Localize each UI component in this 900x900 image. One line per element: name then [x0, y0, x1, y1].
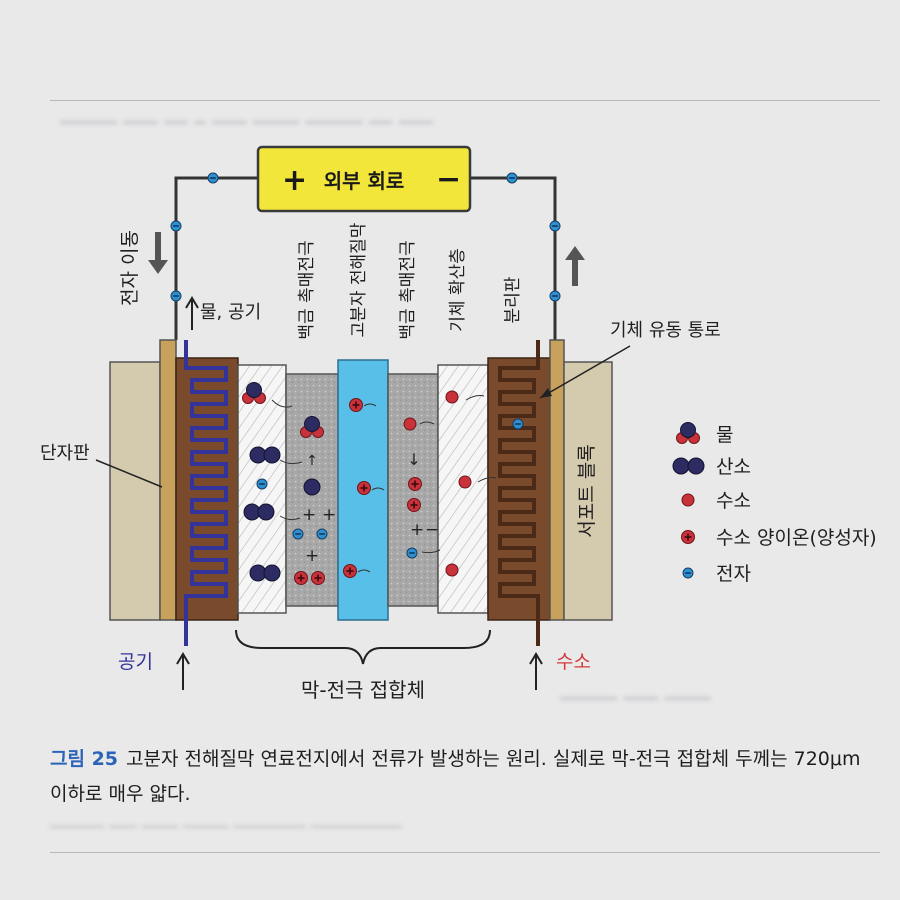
- proton-icon: [681, 530, 695, 544]
- hydrogen-atom-icon: [681, 493, 695, 507]
- blurred-background-text: ━━━━━ ━━━ ━━ ━ ━━━ ━━━━ ━━━━━ ━━ ━━━: [60, 112, 434, 134]
- air-inlet-label: 공기: [118, 651, 153, 673]
- legend-label: 산소: [716, 456, 751, 478]
- left-end-plate: [159, 339, 177, 621]
- anode-particles: ↓ + −: [403, 390, 524, 577]
- legend-label: 수소: [716, 490, 751, 512]
- cathode-particles: ↑ + + +: [242, 382, 336, 585]
- left-support-block: [109, 361, 161, 621]
- electron-move-label: 전자 이동: [119, 230, 141, 306]
- end-plate-label: 단자판: [40, 443, 90, 464]
- external-circuit-box: + 외부 회로 −: [256, 145, 472, 213]
- bottom-rule: [50, 852, 880, 853]
- svg-text:−: −: [425, 520, 439, 540]
- anode-diffusion-layer: [437, 364, 489, 614]
- gas-channel-label: 기체 유동 통로: [610, 320, 721, 341]
- right-gas-channel: [498, 340, 540, 646]
- oxygen-molecule-icon: [672, 457, 705, 475]
- svg-text:+: +: [410, 520, 424, 540]
- circuit-label: 외부 회로: [324, 169, 405, 193]
- gas-diffusion-label: 기체 확산층: [448, 248, 468, 332]
- left-gas-channel: [184, 340, 228, 646]
- gas-channel-pointer-head: [540, 388, 552, 398]
- flow-arrows: [271, 395, 497, 573]
- cathode-catalyst-label: 백금 촉매전극: [297, 240, 317, 339]
- separator-label: 분리판: [503, 276, 523, 323]
- membrane-label: 고분자 전해질막: [349, 222, 369, 337]
- anode-catalyst-label: 백금 촉매전극: [398, 240, 418, 339]
- water-air-arrow: [185, 296, 199, 330]
- gas-channel-pointer: [539, 345, 631, 399]
- electron-up-arrow: [565, 246, 585, 286]
- hydrogen-inlet-label: 수소: [556, 651, 591, 673]
- svg-text:+: +: [302, 505, 316, 525]
- legend-label: 물: [716, 424, 733, 446]
- blurred-background-text: ━━━━━━ ━━━ ━━━━ ━━━━━ ━━━━━━━━ ━━━━━━━━━…: [50, 818, 402, 836]
- circuit-wire: [174, 176, 557, 340]
- mea-brace: [235, 629, 491, 665]
- right-support-block: [563, 361, 613, 621]
- svg-text:+: +: [305, 546, 319, 566]
- electron-icon: [682, 567, 694, 579]
- legend-label: 전자: [716, 563, 751, 585]
- support-block-label: 서포트 블록: [576, 444, 598, 537]
- water-molecule-icon: [676, 422, 700, 444]
- top-rule: [50, 100, 880, 101]
- svg-text:↑: ↑: [306, 453, 318, 469]
- mea-label: 막-전극 접합체: [301, 678, 425, 702]
- circuit-plus: +: [282, 163, 307, 198]
- svg-text:+: +: [322, 505, 336, 525]
- right-end-plate: [549, 339, 565, 621]
- hydrogen-inlet-arrow: [529, 652, 543, 690]
- circuit-minus: −: [436, 162, 461, 197]
- svg-text:↓: ↓: [407, 450, 420, 469]
- air-inlet-arrow: [176, 652, 190, 690]
- blurred-background-text: ━━━━━ ━━━ ━━━━: [560, 688, 711, 710]
- end-plate-pointer: [95, 459, 163, 488]
- legend-label: 수소 양이온(양성자): [716, 527, 877, 549]
- electron-down-arrow: [148, 232, 168, 274]
- caption-text: 고분자 전해질막 연료전지에서 전류가 발생하는 원리. 실제로 막-전극 접합…: [50, 748, 861, 805]
- legend: 물 산소 수소 수소 양이온(양성자) 전자: [672, 422, 877, 585]
- figure-number: 그림 25: [50, 748, 119, 770]
- water-air-label: 물, 공기: [200, 302, 261, 323]
